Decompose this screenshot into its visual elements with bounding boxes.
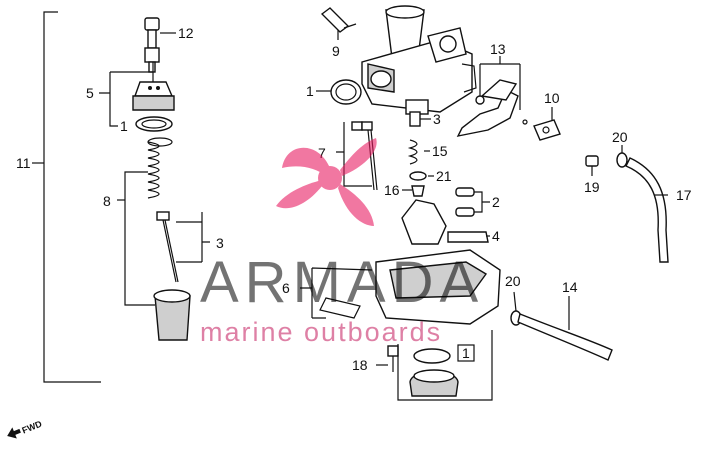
part-17-vent-hose	[625, 157, 669, 263]
part-5-top-cap	[132, 62, 175, 111]
callout-2: 2	[492, 194, 500, 210]
callout-7: 7	[318, 145, 326, 161]
callout-12: 12	[178, 25, 194, 41]
callout-5-leader	[99, 71, 153, 127]
part-8-spring	[147, 137, 173, 199]
part-8-throttle-slide	[153, 289, 191, 341]
part-20-clip-right	[616, 145, 628, 168]
callout-8: 8	[103, 193, 111, 209]
callout-13: 13	[490, 41, 506, 57]
part-14-drain-hose	[517, 296, 613, 361]
fwd-arrow: FWD	[7, 418, 44, 439]
callout-20-right: 20	[612, 129, 628, 145]
callout-3-mid: 3	[433, 111, 441, 127]
bracket-6	[300, 267, 373, 319]
callout-11: 11	[16, 155, 31, 171]
callout-4: 4	[492, 228, 500, 244]
fwd-label: FWD	[21, 418, 44, 435]
callout-labels: 12 5 1 11 8 3 9 13 10 1 3 7 15 21 16 2 2…	[16, 25, 692, 373]
part-13-choke-lever	[456, 56, 528, 137]
callout-1-top: 1	[306, 83, 314, 99]
bracket-11	[32, 11, 101, 383]
callout-19: 19	[584, 179, 600, 195]
part-1-boxed-o-ring	[413, 344, 475, 364]
callout-1-boxed: 1	[462, 345, 470, 361]
callout-18: 18	[352, 357, 368, 373]
part-10-bracket	[533, 107, 561, 141]
callout-10: 10	[544, 90, 560, 106]
part-12-jet-rod	[144, 17, 176, 73]
callout-3-left: 3	[216, 235, 224, 251]
armada-logo	[276, 138, 377, 226]
part-2-float-pins	[455, 187, 490, 217]
callout-20-mid: 20	[505, 273, 521, 289]
callout-17: 17	[676, 187, 692, 203]
part-1-o-ring-left	[135, 116, 173, 132]
part-9-screw	[320, 7, 357, 40]
bracket-lower	[397, 330, 493, 401]
callout-1-left: 1	[120, 118, 128, 134]
part-4-float	[401, 199, 490, 245]
bracket-8	[117, 171, 155, 306]
part-21-washer	[409, 171, 434, 181]
part-15-spring	[407, 139, 430, 165]
part-19-bolt	[585, 155, 599, 176]
callout-15: 15	[432, 143, 448, 159]
callout-14: 14	[562, 279, 578, 295]
part-18-drain-screw	[376, 345, 399, 372]
callout-21: 21	[436, 168, 452, 184]
callout-9: 9	[332, 43, 340, 59]
part-3-needle-valve	[409, 111, 431, 127]
part-3-jet-needle-left	[156, 211, 210, 283]
callout-5: 5	[86, 85, 94, 101]
watermark-tagline: marine outboards	[200, 317, 442, 347]
carburetor-body	[361, 5, 477, 115]
float-bowl	[319, 249, 501, 325]
callout-16: 16	[384, 182, 400, 198]
part-16-float-needle	[402, 185, 425, 197]
callout-6: 6	[282, 280, 290, 296]
watermark-brand: ARMADA	[200, 250, 484, 315]
drain-cap	[409, 369, 459, 397]
part-1-gasket-top	[316, 79, 362, 105]
